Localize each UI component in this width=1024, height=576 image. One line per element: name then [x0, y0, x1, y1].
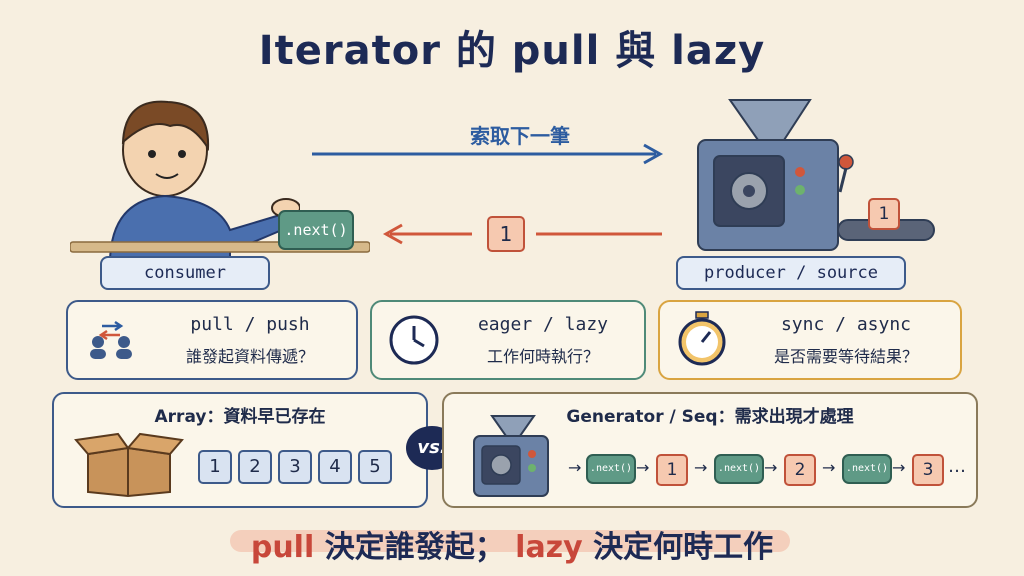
flow-arrow: → [822, 458, 836, 477]
flow-arrow: → [636, 458, 650, 477]
highlight-stroke [230, 530, 790, 552]
card-line2: 工作何時執行？ [486, 347, 599, 366]
producer-label: producer / source [676, 256, 906, 290]
array-item: 5 [358, 450, 392, 484]
summary-line: pull 決定誰發起； lazy 決定何時工作 [0, 522, 1024, 566]
box-icon [74, 432, 184, 498]
request-arrow [312, 143, 664, 165]
output-box: 1 [656, 454, 688, 486]
flow-arrow: → [568, 458, 582, 477]
summary-part2: 決定何時工作 [593, 530, 774, 565]
stopwatch-icon [678, 311, 726, 366]
array-panel-title: Array：資料早已存在 [154, 407, 326, 427]
request-label: 索取下一筆 [470, 124, 570, 148]
page-title: Iterator 的 pull 與 lazy [258, 28, 766, 74]
array-item: 3 [278, 450, 312, 484]
card-sync-async: sync / async 是否需要等待結果？ [658, 300, 962, 380]
mini-machine-icon [473, 415, 549, 497]
generator-panel: Generator / Seq：需求出現才處理 → .next() → 1 → … [442, 392, 978, 508]
card-pull-push: pull / push 誰發起資料傳遞？ [66, 300, 358, 380]
output-box: 3 [912, 454, 944, 486]
summary-pull: pull [250, 530, 315, 565]
flow-arrow: → [764, 458, 778, 477]
belt-value-box: 1 [868, 198, 900, 230]
consumer-label: consumer [100, 256, 270, 290]
card-line2: 是否需要等待結果？ [773, 347, 918, 366]
next-button[interactable]: .next() [842, 454, 892, 484]
next-button[interactable]: .next() [714, 454, 764, 484]
summary-part1: 決定誰發起； [324, 530, 505, 565]
returned-value-box: 1 [487, 216, 525, 252]
array-item: 2 [238, 450, 272, 484]
producer-machine [697, 99, 935, 251]
card-eager-lazy: eager / lazy 工作何時執行？ [370, 300, 646, 380]
generator-panel-title: Generator / Seq：需求出現才處理 [566, 407, 854, 427]
flow-arrow: → [892, 458, 906, 477]
return-arrow [382, 223, 662, 245]
clock-icon [389, 315, 439, 365]
next-button[interactable]: .next() [586, 454, 636, 484]
array-panel: Array：資料早已存在 1 2 3 4 5 [52, 392, 428, 508]
flow-arrow: → [694, 458, 708, 477]
people-exchange-icon [90, 320, 132, 359]
consumer-illustration [108, 100, 300, 260]
summary-lazy: lazy [515, 530, 583, 565]
ellipsis: … [948, 456, 966, 477]
array-item: 4 [318, 450, 352, 484]
card-line2: 誰發起資料傳遞？ [185, 347, 314, 366]
card-line1: sync / async [780, 314, 912, 335]
output-box: 2 [784, 454, 816, 486]
card-line1: pull / push [190, 314, 310, 335]
next-button[interactable]: .next() [278, 210, 354, 250]
array-item: 1 [198, 450, 232, 484]
card-line1: eager / lazy [477, 314, 609, 335]
